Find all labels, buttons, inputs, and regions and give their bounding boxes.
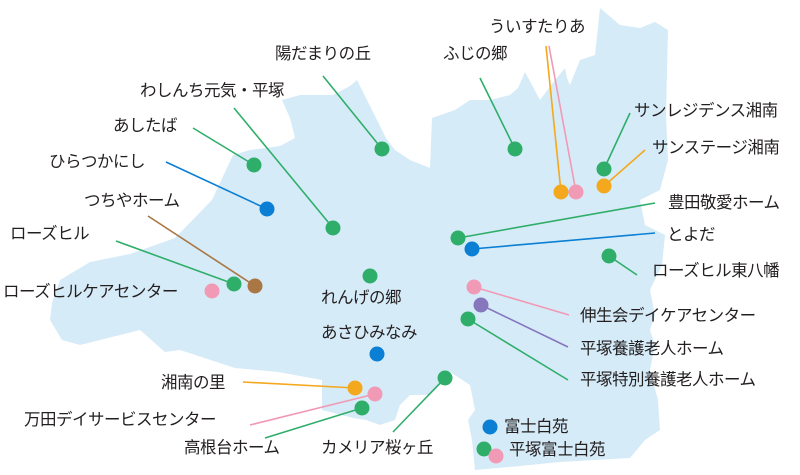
marker-hiratsuka-yougo[interactable]	[473, 297, 489, 313]
leader-line-hiratsuka-yougo	[480, 304, 569, 348]
leader-line-sunstage	[603, 149, 646, 187]
marker-manda[interactable]	[367, 386, 383, 402]
leader-line-shinseikai	[473, 286, 570, 316]
marker-toyoda-keiai[interactable]	[450, 230, 466, 246]
marker-hiratsukanishi[interactable]	[259, 201, 275, 217]
marker-hiratsuka-fujihakuen-pink[interactable]	[488, 448, 504, 464]
marker-tsuchiya[interactable]	[247, 278, 263, 294]
marker-camellia[interactable]	[437, 370, 453, 386]
marker-asahiminami[interactable]	[369, 346, 385, 362]
label-fujinosato: ふじの郷	[443, 44, 508, 63]
leader-line-hiratsukanishi	[165, 161, 268, 210]
label-tsuchiya: つちやホーム	[84, 191, 180, 210]
leader-line-uisutaria-pink	[548, 45, 577, 193]
label-rengenosato: れんげの郷	[321, 288, 402, 307]
leader-line-hiratsuka-tokubetsu	[467, 318, 569, 381]
leader-line-uisutaria-orange	[545, 45, 562, 193]
label-hidamari: 陽だまりの丘	[275, 44, 371, 63]
label-shonan-no-sato: 湘南の里	[161, 373, 226, 392]
label-asahiminami: あさひみなみ	[321, 323, 418, 342]
label-hiratsuka-tokubetsu: 平塚特別養護老人ホーム	[580, 370, 756, 389]
marker-washinchi[interactable]	[325, 220, 341, 236]
marker-rengenosato[interactable]	[362, 268, 378, 284]
label-takanedai: 高根台ホーム	[184, 438, 280, 457]
leader-line-camellia	[392, 377, 446, 433]
marker-hiratsuka-tokubetsu[interactable]	[460, 311, 476, 327]
label-hiratsuka-yougo: 平塚養護老人ホーム	[580, 339, 724, 358]
leader-line-manda	[249, 393, 376, 426]
leader-line-tsuchiya	[147, 215, 256, 287]
marker-shinseikai[interactable]	[466, 279, 482, 295]
marker-shonan-no-sato[interactable]	[347, 380, 363, 396]
marker-toyoda[interactable]	[464, 241, 480, 257]
label-hiratsuka-fujihakuen: 平塚富士白苑	[509, 440, 606, 459]
marker-fujinosato[interactable]	[507, 141, 523, 157]
label-camellia: カメリア桜ヶ丘	[321, 438, 434, 457]
label-hiratsukanishi: ひらつかにし	[49, 152, 146, 171]
marker-fujihakuen[interactable]	[482, 419, 498, 435]
leader-line-fujinosato	[479, 77, 516, 150]
marker-rosehill-care[interactable]	[204, 283, 220, 299]
marker-sunstage[interactable]	[596, 178, 612, 194]
facility-markers	[204, 141, 617, 464]
city-region-shape	[50, 8, 668, 470]
marker-ashitaba[interactable]	[246, 157, 262, 173]
label-toyoda: とよだ	[667, 225, 716, 244]
leader-line-toyoda	[471, 232, 656, 250]
leader-line-rosehill	[115, 240, 235, 285]
leader-lines	[115, 45, 656, 439]
label-shinseikai: 伸生会デイケアセンター	[580, 306, 756, 325]
marker-sunresidence[interactable]	[596, 161, 612, 177]
leader-line-hidamari	[322, 75, 383, 150]
label-manda: 万田デイサービスセンター	[24, 410, 217, 429]
label-sunstage: サンステージ湘南	[652, 138, 780, 157]
label-fujihakuen: 富士白苑	[504, 417, 569, 436]
label-rosehill-care: ローズヒルケアセンター	[3, 282, 178, 301]
label-toyoda-keiai: 豊田敬愛ホーム	[668, 193, 780, 212]
marker-rosehill-higashi[interactable]	[601, 248, 617, 264]
marker-takanedai[interactable]	[354, 400, 370, 416]
leader-line-sunresidence	[603, 112, 631, 170]
leader-line-takanedai	[264, 407, 363, 439]
label-uisutaria: ういすたりあ	[489, 17, 586, 36]
marker-uisutaria-pink[interactable]	[568, 184, 584, 200]
leader-line-toyoda-keiai	[457, 202, 656, 239]
marker-hidamari[interactable]	[374, 141, 390, 157]
leader-line-washinchi	[233, 107, 334, 229]
label-rosehill-higashi: ローズヒル東八幡	[652, 261, 780, 280]
label-washinchi: わしんち元気・平塚	[140, 81, 285, 100]
marker-uisutaria-orange[interactable]	[553, 184, 569, 200]
label-rosehill: ローズヒル	[10, 224, 90, 243]
label-sunresidence: サンレジデンス湘南	[634, 101, 778, 120]
leader-line-shonan-no-sato	[242, 381, 356, 389]
marker-rosehill[interactable]	[226, 276, 242, 292]
marker-hiratsuka-fujihakuen-green[interactable]	[476, 441, 492, 457]
label-ashitaba: あしたば	[113, 116, 178, 135]
leader-line-ashitaba	[192, 127, 255, 166]
